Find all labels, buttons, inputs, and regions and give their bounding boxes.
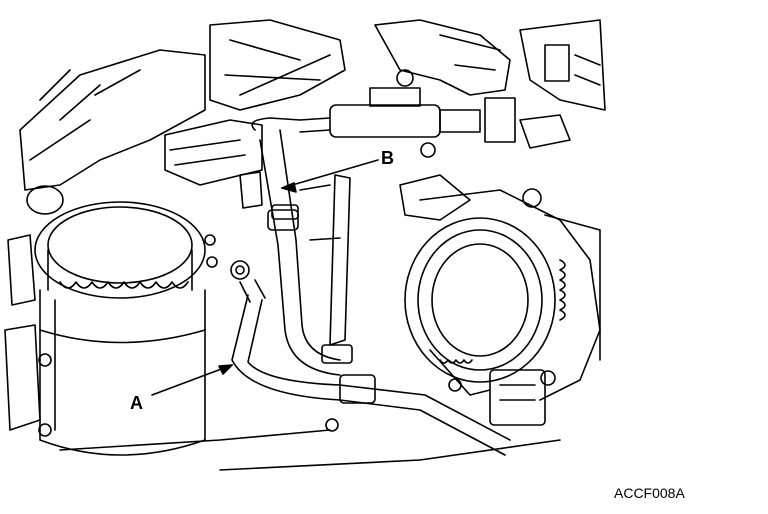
arrow-a-head xyxy=(218,364,233,375)
callout-leaders xyxy=(151,159,379,396)
coolant-hose-b xyxy=(251,117,341,376)
valve-assembly xyxy=(299,87,571,208)
engine-background xyxy=(4,19,606,431)
mounting-bracket xyxy=(230,171,462,432)
callout-label-b: B xyxy=(381,148,394,168)
figure-code: ACCF008A xyxy=(614,485,685,501)
callout-label-a: A xyxy=(130,393,143,413)
coolant-hose-a xyxy=(231,279,511,456)
arrow-b-head xyxy=(281,182,297,193)
throttle-body xyxy=(399,174,601,426)
oil-filter-canister xyxy=(34,201,218,456)
lower-engine-lines xyxy=(59,429,561,471)
